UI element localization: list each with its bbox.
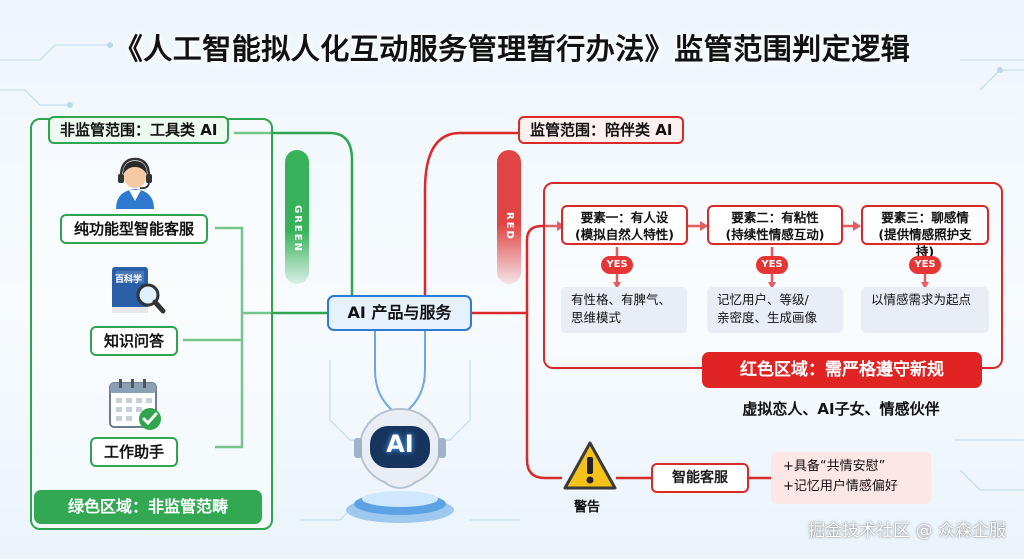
warning-label: 警告 [574,500,601,515]
robot-screen-text: AI [386,430,414,458]
non-regulated-item: 工作助手 [90,437,179,467]
center-node: AI 产品与服务 [327,295,472,331]
element-title: 要素一：有人设 [580,210,669,225]
non-regulated-item: 纯功能型智能客服 [60,214,209,244]
element-subtitle: (提供情感照护支持) [878,227,972,259]
element-desc-line: 记忆用户、等级/ [717,292,809,307]
non-regulated-item: 知识问答 [90,326,179,356]
yes-badge: YES [601,256,633,274]
green-bar: GREEN [285,150,309,284]
red-bar: RED [497,150,521,284]
smart-service-notes: +具备“共情安慰” +记忆用户情感偏好 [771,452,931,504]
smart-service-node: 智能客服 [651,463,749,493]
element-description: 有性格、有脾气、 思维模式 [561,287,687,333]
yes-badge: YES [909,256,941,274]
non-regulated-label: 非监管范围：工具类 AI [48,116,230,144]
service-note-line: +记忆用户情感偏好 [783,479,898,494]
element-card: 要素一：有人设 (模拟自然人特性) [561,205,688,245]
page-title: 《人工智能拟人化互动服务管理暂行办法》监管范围判定逻辑 [113,32,911,66]
watermark: 掘金技术社区 @ 众森企服 [808,521,1006,541]
calendar-check-icon [108,377,164,433]
element-description: 记忆用户、等级/ 亲密度、生成画像 [707,287,843,333]
regulated-label: 监管范围：陪伴类 AI [518,116,685,144]
warning-triangle-icon [562,440,618,492]
element-desc-line: 有性格、有脾气、 [571,292,672,307]
element-description: 以情感需求为起点 [861,287,989,333]
element-subtitle: (持续性情感互动) [725,227,825,242]
element-desc-line: 思维模式 [571,310,622,325]
red-zone-banner: 红色区域：需严格遵守新规 [702,352,982,388]
green-zone-banner: 绿色区域：非监管范畴 [34,490,262,524]
element-desc-line: 亲密度、生成画像 [717,310,818,325]
red-zone-examples: 虚拟恋人、AI子女、情感伙伴 [742,400,940,418]
element-card: 要素三：聊感情 (提供情感照护支持) [861,205,989,259]
yes-badge: YES [756,256,788,274]
element-title: 要素二：有粘性 [731,210,819,225]
element-desc-line: 以情感需求为起点 [871,292,972,307]
service-note-line: +具备“共情安慰” [783,459,886,474]
element-title: 要素三：聊感情 [881,210,969,225]
book-cover-text: 百科学 [115,275,143,285]
ai-robot-icon: AI [340,402,460,527]
encyclopedia-book-icon: 百科学 [110,265,166,317]
element-subtitle: (模拟自然人特性) [575,227,674,242]
element-card: 要素二：有粘性 (持续性情感互动) [707,205,843,245]
headset-agent-icon [112,155,158,209]
